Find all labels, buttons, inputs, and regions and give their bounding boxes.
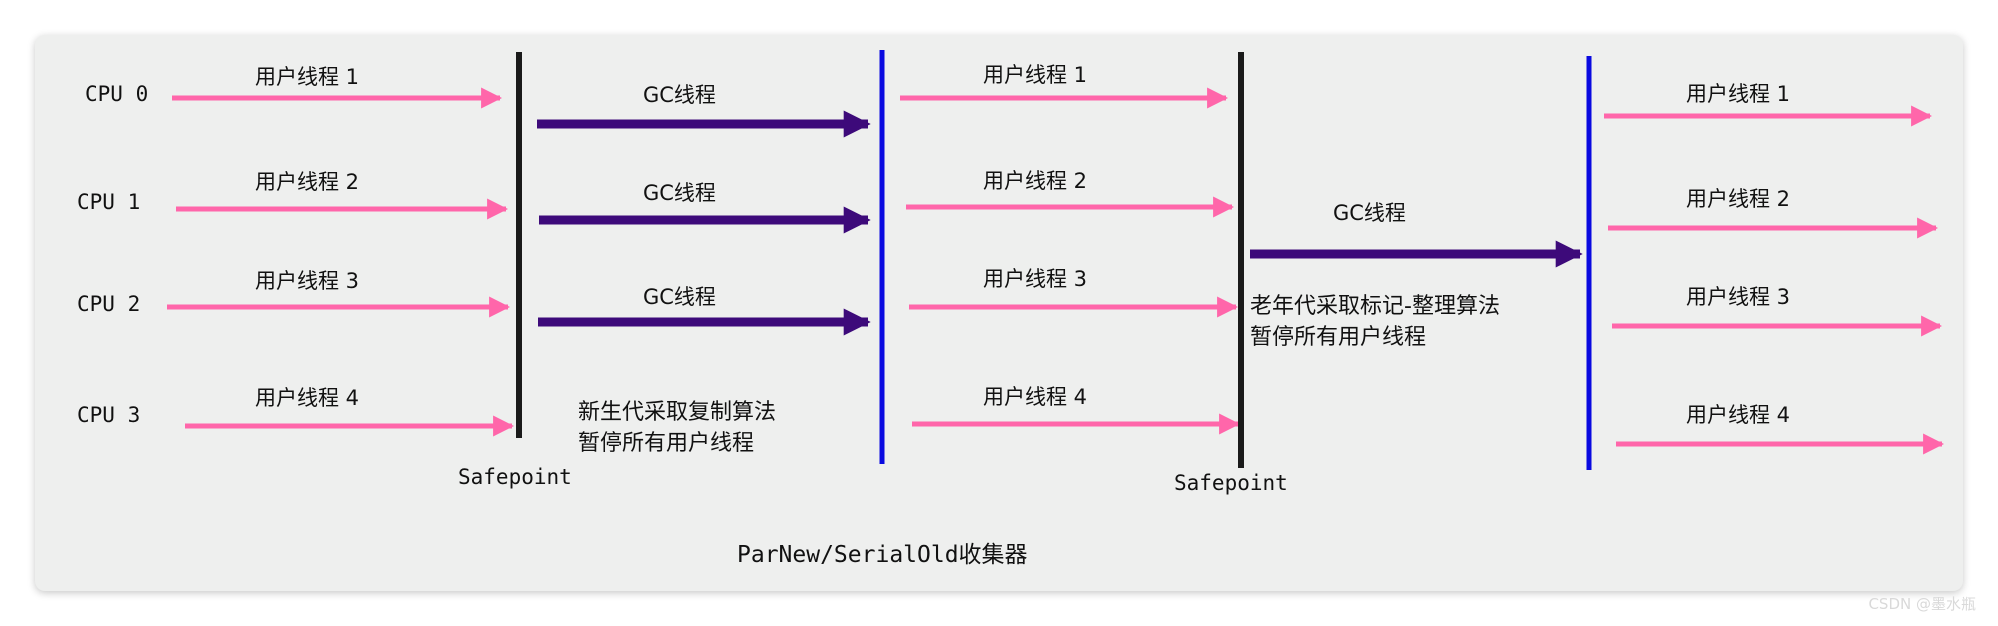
old-gen-note-line-1: 老年代采取标记-整理算法 [1250,294,1500,319]
user-thread-label-p3-4: 用户线程 4 [983,385,1087,409]
gc-thread-label-3: GC线程 [643,285,716,309]
watermark: CSDN @墨水瓶 [1868,595,1976,613]
user-thread-label-p3-2: 用户线程 2 [983,169,1087,193]
user-thread-label-p5-1: 用户线程 1 [1686,82,1790,106]
diagram-title: ParNew/SerialOld收集器 [737,542,1028,568]
young-gen-note-line-1: 新生代采取复制算法 [578,400,776,425]
user-thread-label-p5-2: 用户线程 2 [1686,187,1790,211]
safepoint-label-1: Safepoint [458,465,572,489]
old-gen-note-line-2: 暂停所有用户线程 [1250,325,1426,350]
young-gen-note-line-2: 暂停所有用户线程 [578,431,754,456]
user-thread-label-p1-4: 用户线程 4 [255,386,359,410]
gc-thread-label-1: GC线程 [643,83,716,107]
cpu-label-2: CPU 2 [77,292,140,316]
diagram-panel [35,35,1963,591]
user-thread-label-p1-3: 用户线程 3 [255,269,359,293]
user-thread-label-p3-3: 用户线程 3 [983,267,1087,291]
user-thread-label-p1-2: 用户线程 2 [255,170,359,194]
user-thread-label-p3-1: 用户线程 1 [983,63,1087,87]
cpu-label-1: CPU 1 [77,190,140,214]
user-thread-label-p5-4: 用户线程 4 [1686,403,1790,427]
cpu-label-3: CPU 3 [77,403,140,427]
safepoint-label-2: Safepoint [1174,471,1288,495]
cpu-label-0: CPU 0 [85,82,148,106]
gc-thread-label-2: GC线程 [643,181,716,205]
user-thread-label-p5-3: 用户线程 3 [1686,285,1790,309]
user-thread-label-p1-1: 用户线程 1 [255,65,359,89]
gc-thread-label-old: GC线程 [1333,201,1406,225]
